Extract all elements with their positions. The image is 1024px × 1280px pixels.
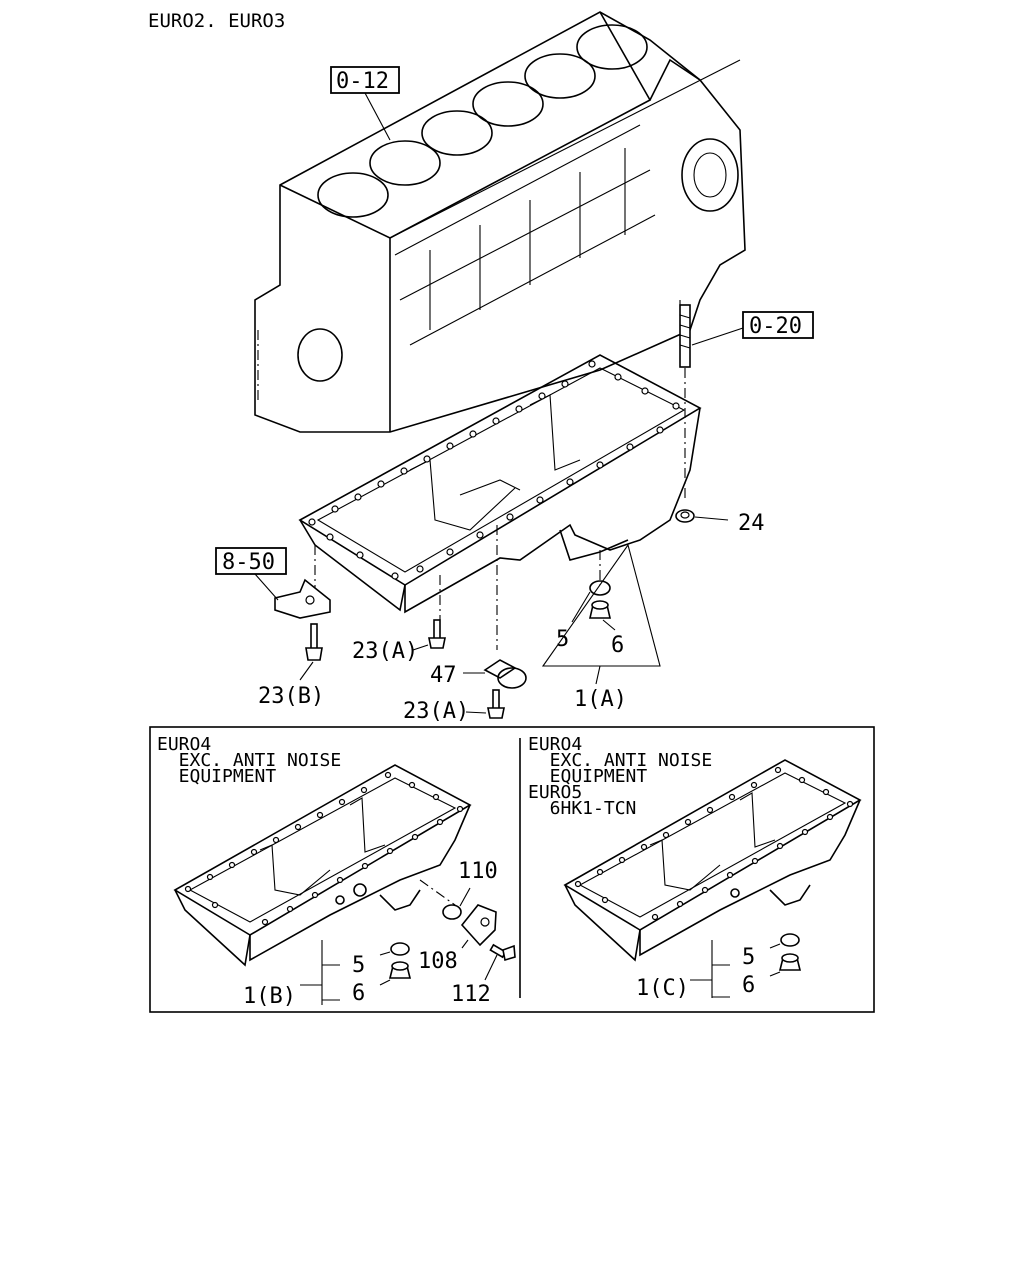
cover-108-drawing bbox=[419, 879, 516, 981]
label-bolt-112: 112 bbox=[451, 982, 491, 1007]
oil-pan-c-drawing bbox=[563, 759, 862, 962]
label-oring-b: 5 bbox=[352, 953, 365, 978]
label-bolt-a2: 23(A) bbox=[403, 699, 469, 724]
right-note-line-2: EXC. ANTI NOISE bbox=[528, 750, 712, 771]
bolt-a2-drawing bbox=[465, 689, 505, 719]
label-clip: 47 bbox=[430, 663, 457, 688]
label-bolt-b: 23(B) bbox=[258, 684, 324, 709]
oring-plug-main-drawing bbox=[541, 543, 661, 685]
right-note-line-1: EURO4 bbox=[528, 734, 582, 755]
ref-stud-box: 0-20 bbox=[691, 311, 814, 346]
cylinder-block-drawing bbox=[254, 11, 746, 433]
bolt-b-drawing bbox=[299, 623, 323, 681]
label-assy-main: 1(A) bbox=[574, 687, 627, 712]
stud-drawing bbox=[679, 304, 691, 500]
label-plug-main: 6 bbox=[611, 633, 624, 658]
oring-plug-c-drawing bbox=[690, 933, 802, 998]
left-note-line-2: EXC. ANTI NOISE bbox=[157, 750, 341, 771]
ref-stud-label: 0-20 bbox=[749, 314, 802, 339]
oring-plug-b-drawing bbox=[300, 940, 412, 1005]
label-cover-108: 108 bbox=[418, 949, 458, 974]
label-bolt-a1: 23(A) bbox=[352, 639, 418, 664]
right-note-line-4: EURO5 bbox=[528, 782, 582, 803]
left-panel-note: EURO4 EXC. ANTI NOISE EQUIPMENT bbox=[157, 734, 341, 787]
label-assy-b: 1(B) bbox=[243, 984, 296, 1009]
label-plug-c: 6 bbox=[742, 973, 755, 998]
label-plug-b: 6 bbox=[352, 981, 365, 1006]
ref-block-box: 0-12 bbox=[330, 66, 400, 141]
left-note-line-1: EURO4 bbox=[157, 734, 211, 755]
oil-pan-flange-holes bbox=[308, 360, 680, 580]
label-assy-c: 1(C) bbox=[636, 976, 689, 1001]
label-oring-c: 5 bbox=[742, 945, 755, 970]
label-nut: 24 bbox=[738, 511, 765, 536]
oil-pan-b-drawing bbox=[173, 764, 472, 967]
ref-bracket-box: 8-50 bbox=[215, 547, 287, 601]
right-note-line-3: EQUIPMENT bbox=[528, 766, 647, 787]
ref-block-label: 0-12 bbox=[336, 69, 389, 94]
bracket-drawing bbox=[274, 578, 331, 619]
left-note-line-3: EQUIPMENT bbox=[157, 766, 276, 787]
clip-drawing bbox=[463, 659, 527, 689]
bolt-a1-drawing bbox=[412, 619, 446, 651]
right-panel-note: EURO4 EXC. ANTI NOISE EQUIPMENT EURO5 6H… bbox=[528, 734, 712, 819]
variants-frame bbox=[149, 726, 875, 1013]
oil-pan-main-drawing bbox=[298, 354, 702, 650]
nut-drawing bbox=[675, 509, 729, 523]
ref-bracket-label: 8-50 bbox=[222, 550, 275, 575]
label-oring-110: 110 bbox=[458, 859, 498, 884]
label-oring-main: 5 bbox=[556, 627, 569, 652]
diagram-title: EURO2. EURO3 bbox=[148, 10, 285, 32]
right-note-line-5: 6HK1-TCN bbox=[528, 798, 636, 819]
